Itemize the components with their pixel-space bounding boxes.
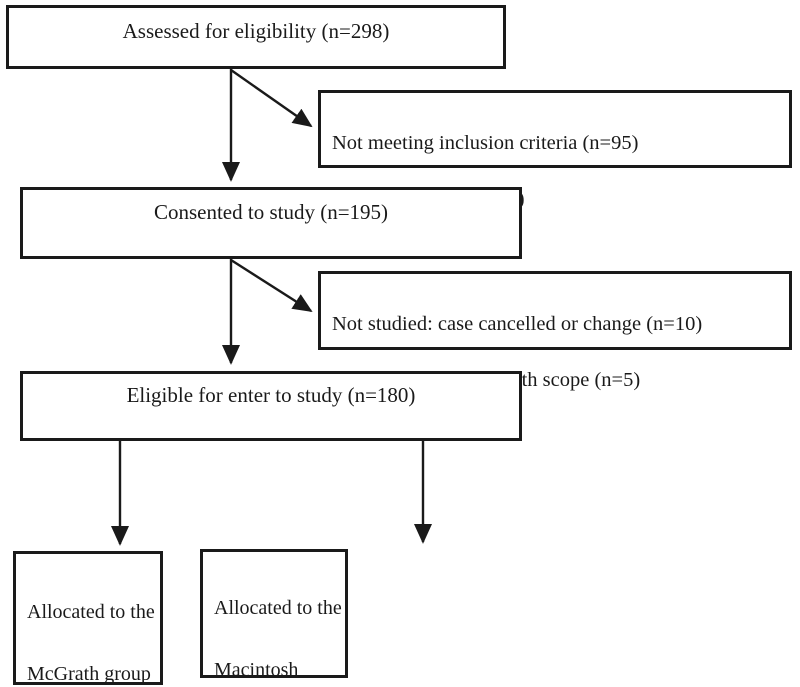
arrow-assessed-to-excluded-1 [230,69,313,128]
node-allocated-macintosh-line-2: Macintosh group [214,659,299,681]
node-excluded-inclusion-consent [318,90,792,168]
node-allocated-mcgrath-line-1: Allocated to the [27,601,155,623]
arrow-consented-to-excluded-2 [230,258,313,313]
node-eligible-label: Eligible for enter to study (n=180) [126,383,416,407]
node-consented-to-study [20,187,522,259]
node-assessed-label: Assessed for eligibility (n=298) [122,19,390,43]
node-allocated-mcgrath-line-2: McGrath group [27,663,151,685]
node-allocated-macintosh-text: Allocated to the Macintosh group (n=90) [214,562,346,687]
node-consented-label: Consented to study (n=195) [153,200,389,224]
node-excluded-1-line-1: Not meeting inclusion criteria (n=95) [332,132,639,154]
node-allocated-mcgrath-text: Allocated to the McGrath group (n=90) [27,566,157,687]
node-allocated-mcgrath [13,551,163,685]
node-assessed-for-eligibility [6,5,506,69]
node-excluded-not-studied [318,271,792,350]
node-allocated-macintosh-line-1: Allocated to the [214,597,342,619]
node-allocated-macintosh [200,549,348,678]
node-eligible-for-study [20,371,522,441]
node-excluded-2-line-1: Not studied: case cancelled or change (n… [332,313,703,335]
